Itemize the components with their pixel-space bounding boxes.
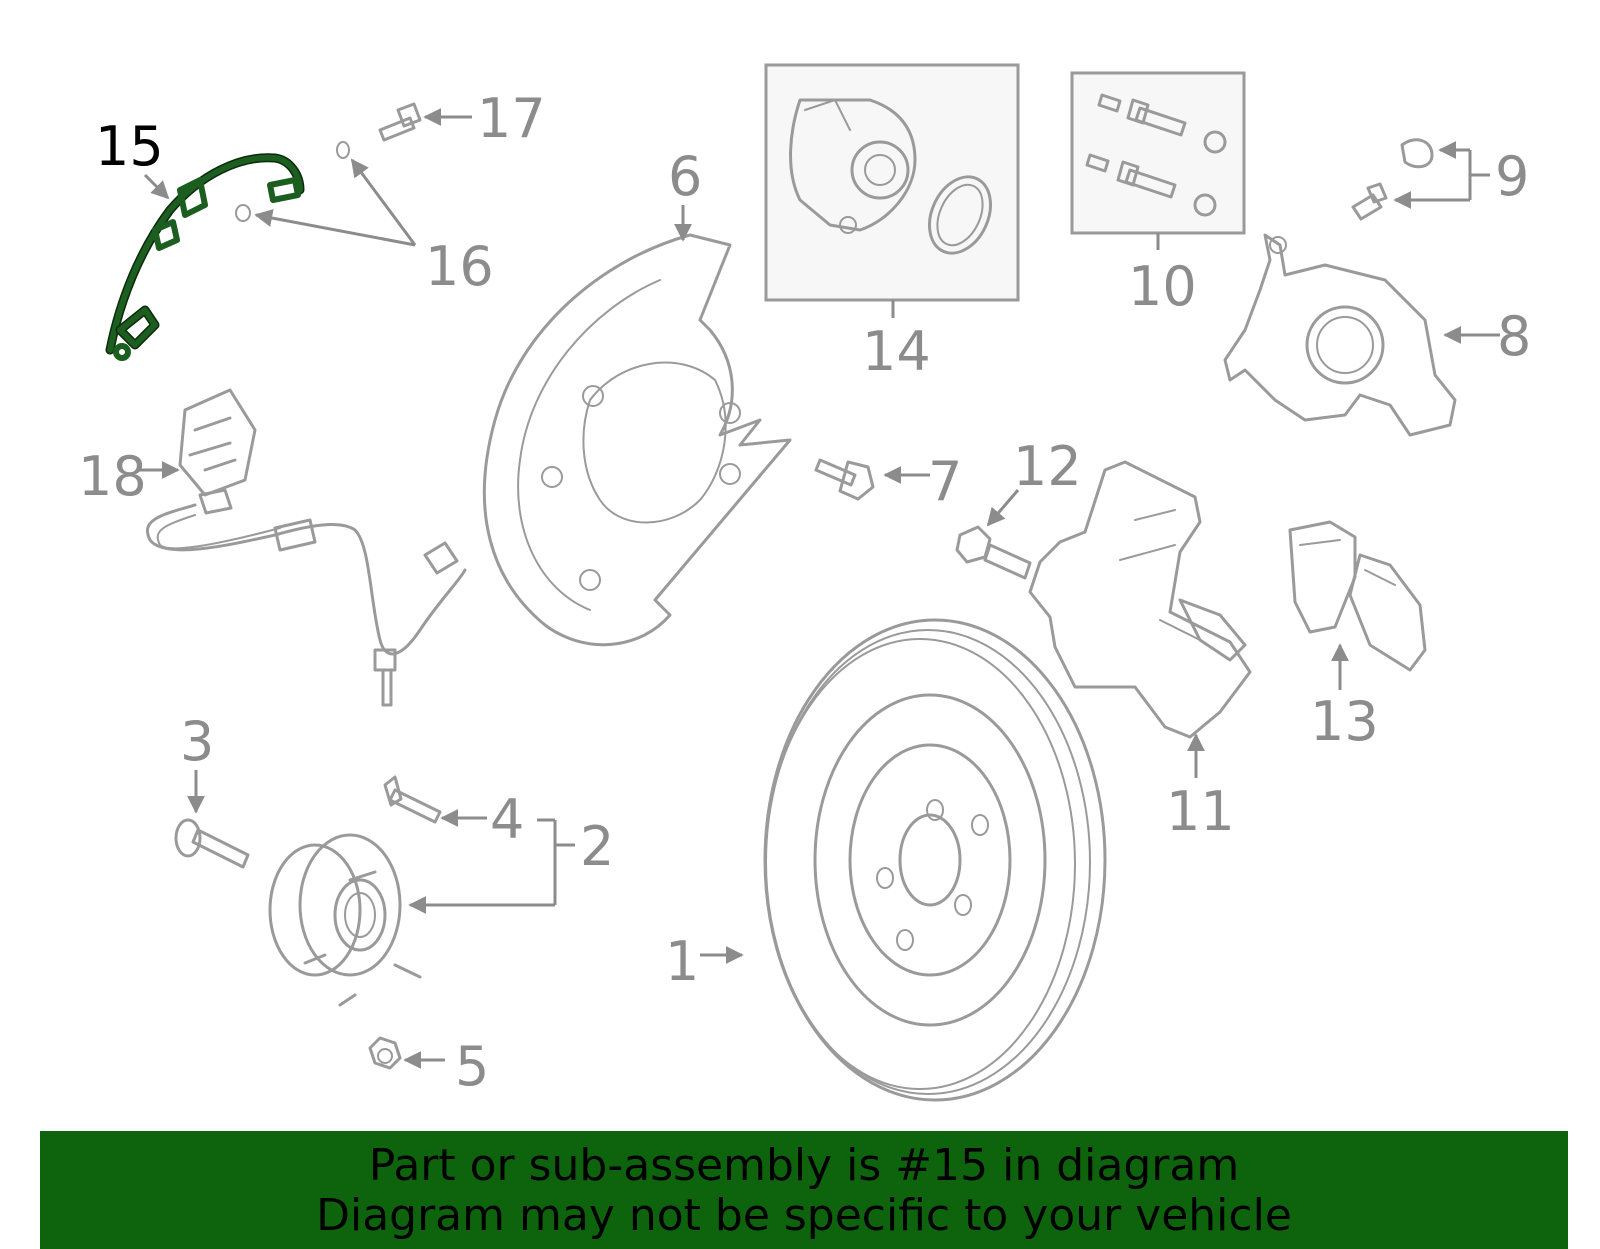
callout-8: 8 bbox=[1497, 305, 1531, 368]
parts-diagram: 15 16 17 18 6 bbox=[78, 63, 1531, 1102]
callout-18: 18 bbox=[78, 445, 147, 508]
callout-9: 9 bbox=[1495, 145, 1529, 208]
part-8-caliper[interactable] bbox=[1223, 233, 1457, 437]
callout-13: 13 bbox=[1310, 690, 1379, 753]
callout-5: 5 bbox=[455, 1035, 489, 1098]
part-7-bolt[interactable] bbox=[814, 458, 875, 501]
part-11-caliper-bracket[interactable] bbox=[1028, 460, 1252, 739]
part-12-bolt[interactable] bbox=[955, 525, 1032, 580]
part-13-brake-pads[interactable] bbox=[1288, 520, 1427, 672]
callout-2: 2 bbox=[580, 815, 614, 878]
callout-17: 17 bbox=[477, 87, 546, 150]
callout-11: 11 bbox=[1166, 780, 1235, 843]
callout-12: 12 bbox=[1013, 435, 1082, 498]
callout-10: 10 bbox=[1128, 255, 1197, 318]
banner-line-2: Diagram may not be specific to your vehi… bbox=[316, 1190, 1292, 1241]
part-18-abs-sensor[interactable] bbox=[146, 388, 467, 707]
part-16-o-rings[interactable] bbox=[235, 141, 350, 222]
part-2-hub-assembly[interactable] bbox=[268, 833, 422, 1007]
part-14-caliper-kit[interactable] bbox=[764, 63, 1020, 302]
banner-line-1: Part or sub-assembly is #15 in diagram bbox=[368, 1140, 1240, 1191]
callout-7: 7 bbox=[928, 450, 962, 513]
part-1-brake-rotor[interactable] bbox=[763, 618, 1107, 1102]
callout-14: 14 bbox=[862, 320, 931, 383]
part-10-hardware-kit[interactable] bbox=[1070, 71, 1246, 235]
part-17-bolt[interactable] bbox=[378, 102, 422, 142]
part-3-bolt[interactable] bbox=[174, 818, 250, 869]
callout-4: 4 bbox=[490, 788, 524, 851]
part-6-splash-shield[interactable] bbox=[482, 233, 792, 647]
part-9-bleeder[interactable] bbox=[1351, 138, 1434, 221]
callout-1: 1 bbox=[665, 930, 699, 993]
callout-6: 6 bbox=[668, 145, 702, 208]
callout-15: 15 bbox=[95, 115, 164, 178]
part-15-brake-hose[interactable] bbox=[105, 153, 305, 361]
callout-16: 16 bbox=[425, 235, 494, 298]
part-5-hub-nut[interactable] bbox=[368, 1036, 402, 1070]
callout-3: 3 bbox=[180, 710, 214, 773]
info-banner: Part or sub-assembly is #15 in diagram D… bbox=[40, 1131, 1568, 1249]
part-4-wheel-stud[interactable] bbox=[383, 775, 442, 824]
